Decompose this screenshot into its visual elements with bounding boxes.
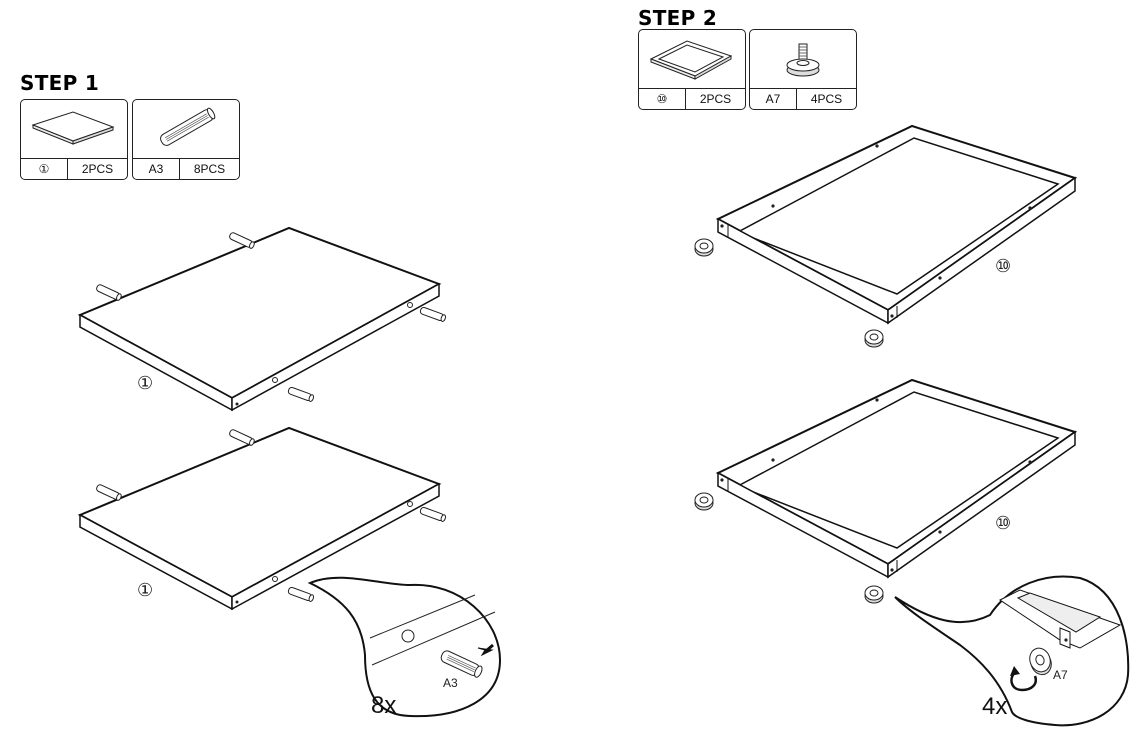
- step-1-detail-count: 8x: [371, 692, 397, 719]
- step-2-detail-count: 4x: [982, 693, 1008, 720]
- step-2-part-foot-box: A7 4PCS: [749, 29, 857, 110]
- step-1-part-panel-box: ① 2PCS: [20, 99, 128, 180]
- step-1-part-dowel-box: A3 8PCS: [132, 99, 240, 180]
- step-1-detail-callout: [307, 576, 502, 718]
- part-quantity: 4PCS: [810, 92, 843, 106]
- panel-a: [77, 226, 447, 412]
- frame-a: [694, 124, 1078, 348]
- panel-icon: [21, 100, 127, 163]
- step-2-detail-part-label: A7: [1053, 668, 1068, 682]
- step-2-title: STEP 2: [638, 6, 718, 30]
- panel-b: [77, 426, 447, 611]
- dowel-icon: [133, 100, 239, 163]
- frame-b-label: ⑩: [995, 513, 1012, 534]
- step-2-detail-callout: [894, 575, 1130, 727]
- part-quantity: 2PCS: [699, 92, 732, 106]
- frame-a-label: ⑩: [995, 256, 1012, 277]
- part-id: ⑩: [639, 89, 686, 109]
- step-1-detail-part-label: A3: [443, 676, 458, 690]
- step-1-title: STEP 1: [20, 71, 100, 95]
- frame-icon: [639, 30, 745, 93]
- frame-b: [694, 378, 1078, 604]
- panel-a-label: ①: [137, 373, 154, 394]
- part-id: A3: [133, 159, 180, 179]
- leveling-foot-icon: [750, 30, 856, 93]
- part-id: ①: [21, 159, 68, 179]
- part-quantity: 2PCS: [81, 162, 114, 176]
- part-quantity: 8PCS: [193, 162, 226, 176]
- part-id: A7: [750, 89, 797, 109]
- panel-b-label: ①: [137, 580, 154, 601]
- step-2-part-frame-box: ⑩ 2PCS: [638, 29, 746, 110]
